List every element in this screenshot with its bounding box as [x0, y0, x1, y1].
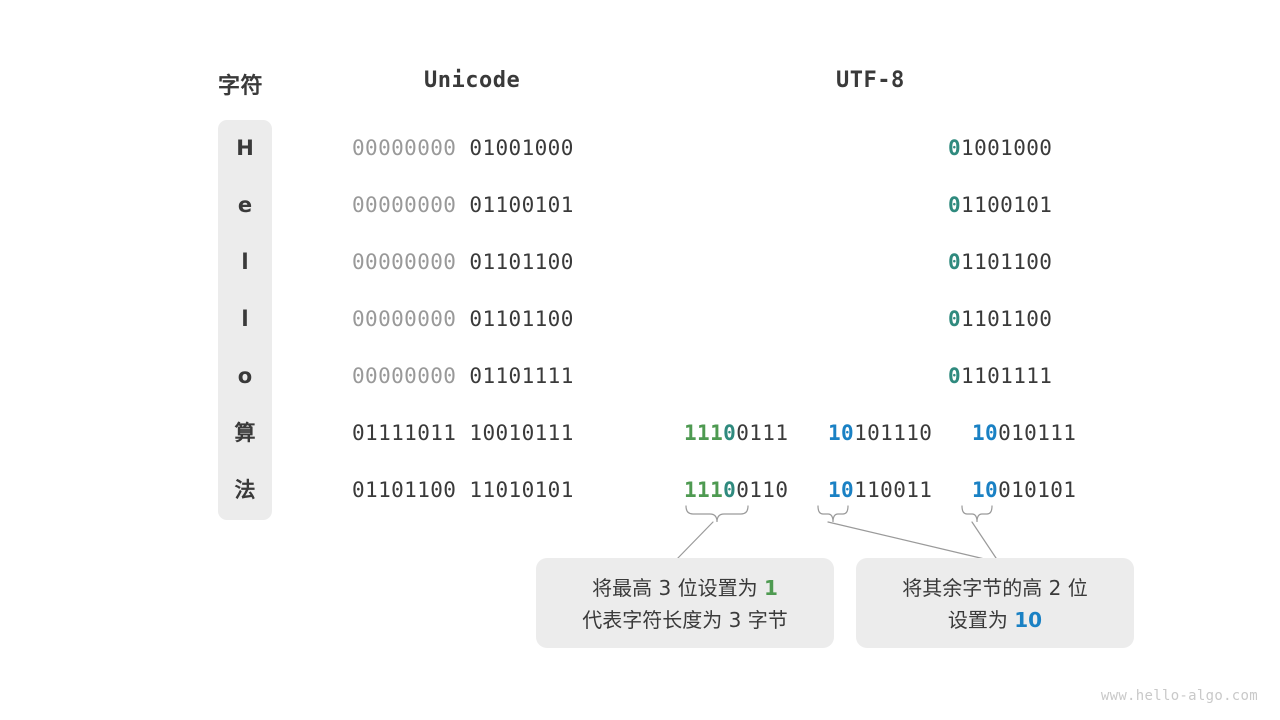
unicode-byte-1: 00000000	[352, 307, 457, 331]
utf8-byte-prefix: 10	[972, 421, 999, 445]
utf8-byte-payload: 0110	[736, 478, 789, 502]
unicode-byte-2: 01101111	[456, 364, 574, 388]
unicode-byte-1: 00000000	[352, 193, 457, 217]
utf8-byte-cell: 11100111	[684, 405, 788, 462]
unicode-byte-1: 01111011	[352, 421, 457, 445]
unicode-binary-cell: 00000000 01100101	[352, 177, 574, 234]
watermark: www.hello-algo.com	[1100, 688, 1258, 704]
utf8-byte-cell: 01100101	[948, 177, 1052, 234]
character-cell: 算	[234, 421, 256, 445]
callout-continuation-prefix-value: 10	[1014, 608, 1043, 632]
utf8-byte-payload: 1100101	[961, 193, 1053, 217]
utf8-byte-prefix-terminator: 0	[723, 421, 737, 445]
utf8-byte-payload: 1101100	[961, 250, 1053, 274]
leader-line-continuation-1	[827, 521, 994, 562]
callout-length-prefix-line2: 代表字符长度为 3 字节	[582, 608, 788, 632]
callout-continuation-prefix: 将其余字节的高 2 位 设置为 10	[856, 558, 1134, 648]
character-cell: o	[237, 364, 253, 388]
unicode-binary-cell: 01111011 10010111	[352, 405, 574, 462]
unicode-byte-2: 01101100	[456, 307, 574, 331]
callout-continuation-prefix-line2: 设置为 10	[874, 604, 1116, 636]
column-header-unicode: Unicode	[424, 68, 521, 93]
unicode-byte-2: 10010111	[456, 421, 574, 445]
utf8-byte-cell: 10101110	[828, 405, 932, 462]
character-cell: l	[241, 307, 249, 331]
callout-length-prefix-line1: 将最高 3 位设置为 1	[554, 572, 816, 604]
utf8-byte-prefix: 10	[828, 421, 855, 445]
unicode-binary-cell: 01101100 11010101	[352, 462, 574, 519]
leader-line-continuation-2	[971, 521, 999, 562]
column-header-utf8: UTF-8	[836, 68, 905, 93]
utf8-byte-prefix: 0	[948, 364, 962, 388]
unicode-byte-2: 01100101	[456, 193, 574, 217]
unicode-byte-1: 00000000	[352, 250, 457, 274]
utf8-byte-payload: 010101	[998, 478, 1077, 502]
utf8-byte-cell: 01001000	[948, 120, 1052, 177]
unicode-byte-2: 01101100	[456, 250, 574, 274]
utf8-byte-cell: 01101111	[948, 348, 1052, 405]
unicode-byte-1: 00000000	[352, 364, 457, 388]
callout-continuation-prefix-line1: 将其余字节的高 2 位	[902, 576, 1088, 600]
utf8-byte-prefix: 111	[684, 421, 724, 445]
callout-continuation-prefix-line2-text: 设置为	[947, 608, 1015, 632]
utf8-byte-prefix: 0	[948, 250, 962, 274]
utf8-byte-payload: 1001000	[961, 136, 1053, 160]
leader-line-length-prefix	[675, 521, 714, 561]
utf8-byte-prefix: 0	[948, 136, 962, 160]
callout-length-prefix: 将最高 3 位设置为 1 代表字符长度为 3 字节	[536, 558, 834, 648]
callout-length-prefix-value: 1	[763, 576, 778, 600]
utf8-byte-cell: 10110011	[828, 462, 932, 519]
utf8-byte-payload: 101110	[854, 421, 933, 445]
utf8-byte-prefix: 10	[828, 478, 855, 502]
unicode-binary-cell: 00000000 01101100	[352, 234, 574, 291]
utf8-byte-payload: 1101100	[961, 307, 1053, 331]
utf8-byte-payload: 110011	[854, 478, 933, 502]
column-header-character: 字符	[218, 74, 264, 99]
character-cell: e	[237, 193, 253, 217]
callout-length-prefix-line1-text: 将最高 3 位设置为	[592, 576, 764, 600]
utf8-byte-prefix: 10	[972, 478, 999, 502]
utf8-byte-prefix: 0	[948, 307, 962, 331]
unicode-binary-cell: 00000000 01001000	[352, 120, 574, 177]
unicode-byte-1: 01101100	[352, 478, 457, 502]
utf8-byte-cell: 11100110	[684, 462, 788, 519]
utf8-byte-payload: 0111	[736, 421, 789, 445]
utf8-byte-payload: 010111	[998, 421, 1077, 445]
unicode-binary-cell: 00000000 01101111	[352, 348, 574, 405]
unicode-byte-1: 00000000	[352, 136, 457, 160]
utf8-byte-cell: 10010101	[972, 462, 1076, 519]
utf8-byte-prefix-terminator: 0	[723, 478, 737, 502]
utf8-byte-payload: 1101111	[961, 364, 1053, 388]
utf8-byte-cell: 01101100	[948, 291, 1052, 348]
character-cell: H	[236, 136, 254, 160]
utf8-byte-prefix: 0	[948, 193, 962, 217]
utf8-byte-prefix: 111	[684, 478, 724, 502]
utf8-byte-cell: 01101100	[948, 234, 1052, 291]
unicode-binary-cell: 00000000 01101100	[352, 291, 574, 348]
unicode-byte-2: 11010101	[456, 478, 574, 502]
character-cell: l	[241, 250, 249, 274]
utf8-byte-cell: 10010111	[972, 405, 1076, 462]
character-cell: 法	[234, 478, 256, 502]
unicode-byte-2: 01001000	[456, 136, 574, 160]
